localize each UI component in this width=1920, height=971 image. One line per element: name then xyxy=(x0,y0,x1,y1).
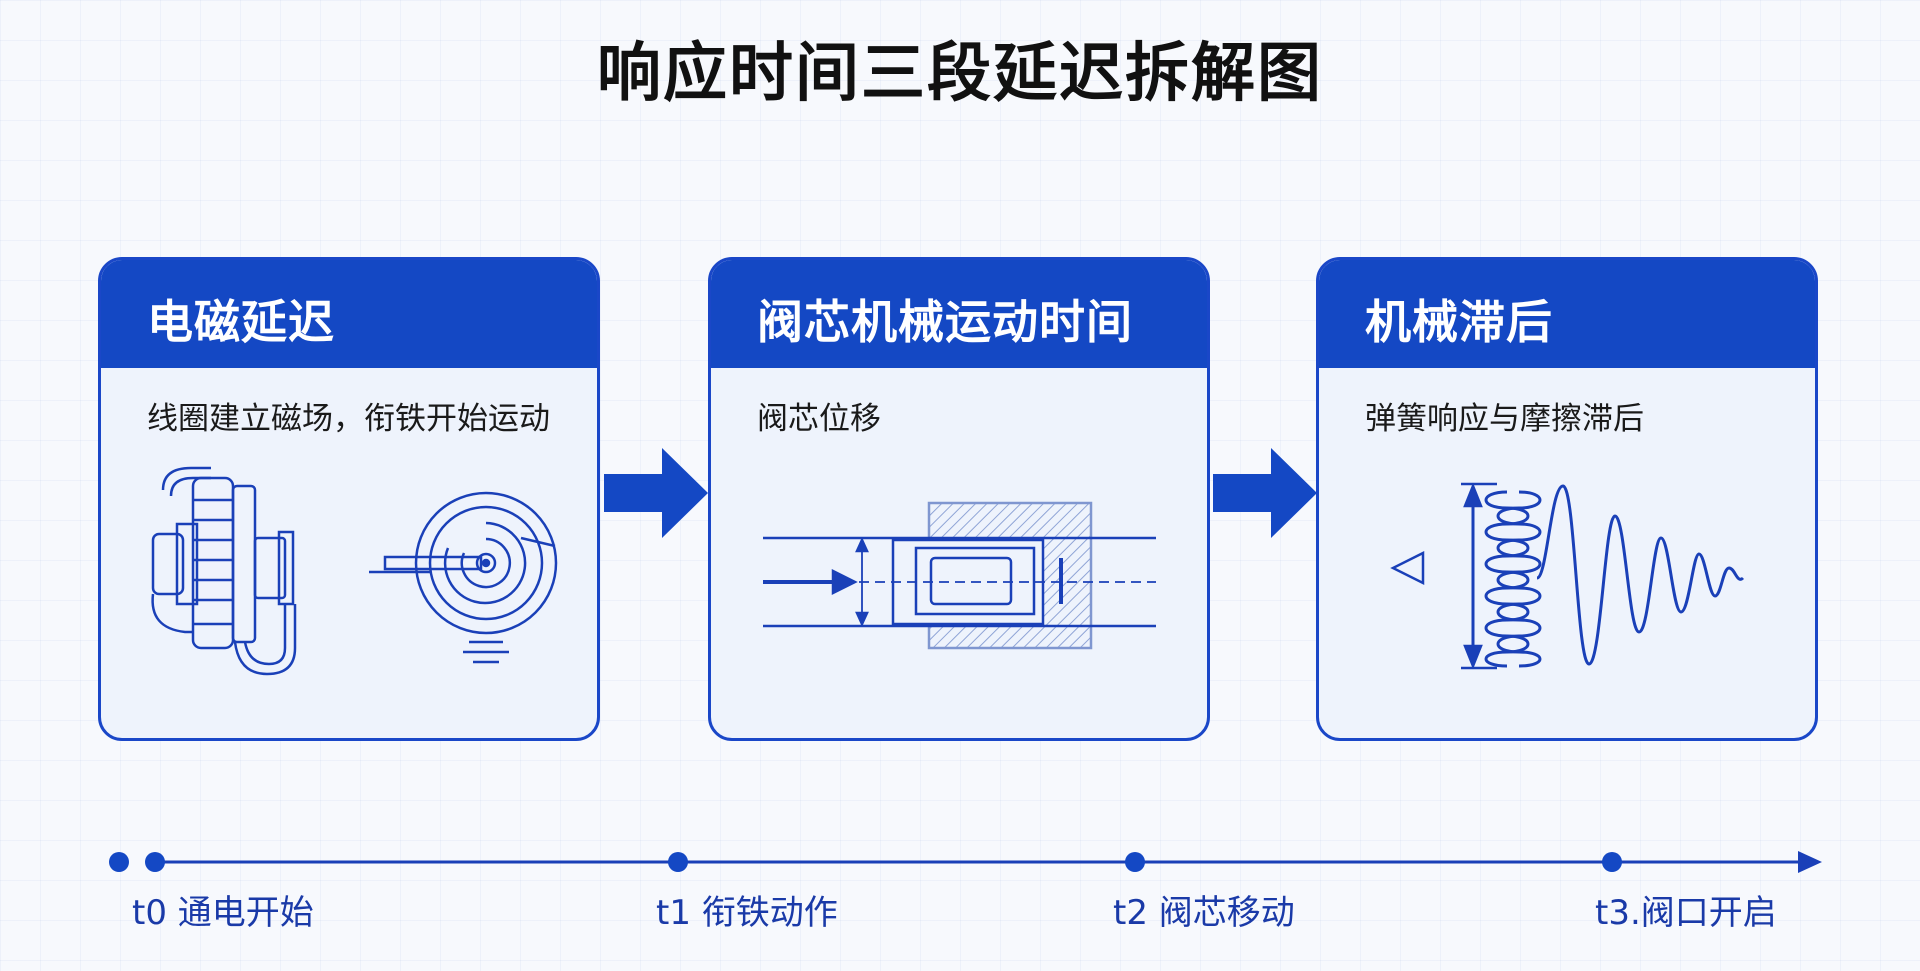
timeline-marker xyxy=(109,852,129,872)
stage-heading: 阀芯机械运动时间 xyxy=(711,260,1207,368)
stage-description: 弹簧响应与摩擦滞后 xyxy=(1365,401,1644,437)
stage-illustration xyxy=(151,466,558,676)
timeline-marker xyxy=(145,852,165,872)
coil-icon xyxy=(151,466,297,676)
timeline-marker xyxy=(668,852,688,872)
armature-spiral-icon xyxy=(369,491,558,664)
stage-card-mechanical-lag: 机械滞后 弹簧响应与摩擦滞后 xyxy=(1316,257,1818,741)
timeline-label-t0: t0 通电开始 xyxy=(132,893,314,933)
timeline-arrowhead-icon xyxy=(1798,851,1822,873)
timeline-marker xyxy=(1125,852,1145,872)
timeline-axis xyxy=(109,851,1822,873)
stage-card-spool-motion: 阀芯机械运动时间 阀芯位移 xyxy=(708,257,1210,741)
flow-arrow xyxy=(1213,448,1317,542)
stage-heading: 电磁延迟 xyxy=(101,260,597,368)
page-title: 响应时间三段延迟拆解图 xyxy=(597,37,1323,111)
stage-description: 阀芯位移 xyxy=(757,401,881,437)
flow-arrow-icon xyxy=(604,448,708,538)
valve-spool-icon xyxy=(763,501,1156,650)
stage-heading: 机械滞后 xyxy=(1319,260,1815,368)
flow-arrow-icon xyxy=(1213,448,1317,538)
flow-arrow xyxy=(604,448,708,542)
timeline-label-t3: t3.阀口开启 xyxy=(1595,893,1777,933)
stage-card-electromagnetic: 电磁延迟 线圈建立磁场，衔铁开始运动 xyxy=(98,257,600,741)
spring-oscillation-icon xyxy=(1390,482,1745,670)
timeline-label-t2: t2 阀芯移动 xyxy=(1113,893,1295,933)
timeline-marker xyxy=(1602,852,1622,872)
stage-illustration xyxy=(1390,482,1745,670)
stage-description: 线圈建立磁场，衔铁开始运动 xyxy=(147,401,550,437)
timeline-label-t1: t1 衔铁动作 xyxy=(656,893,838,933)
stage-illustration xyxy=(763,501,1156,650)
